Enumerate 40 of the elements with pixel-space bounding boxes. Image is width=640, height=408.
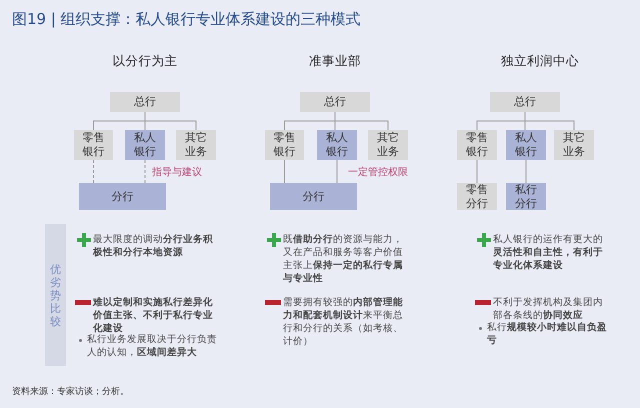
org-box: 总行 — [300, 92, 370, 112]
org-box: 私行分行 — [506, 183, 546, 210]
column-heading: 以分行为主 — [112, 54, 178, 67]
org-box: 分行 — [79, 183, 166, 210]
advantage-text: 私人银行的运作有更大的灵活性和自主性，有利于专业化体系建设 — [493, 233, 604, 272]
advantage-text: 最大限度的调动分行业务积极性和分行本地资源 — [93, 233, 214, 259]
org-box: 私人银行 — [506, 130, 546, 160]
org-box: 其它业务 — [368, 130, 408, 160]
connector-line — [144, 160, 146, 184]
connector-line — [93, 160, 94, 184]
connector-line — [144, 112, 196, 130]
connector-line — [334, 112, 388, 130]
side-band: 优劣势比较 — [45, 224, 66, 366]
connector-line — [284, 160, 285, 184]
note-text: 私行业务发展取决于分行负责人的认知，区域间差异大 — [87, 333, 217, 359]
note-text: 私行规模较小时难以自负盈亏 — [487, 321, 608, 347]
org-box: 其它业务 — [176, 130, 216, 160]
org-box: 私人银行 — [125, 130, 165, 160]
org-box: 私人银行 — [317, 130, 357, 160]
org-box: 分行 — [270, 183, 357, 210]
source-note: 资料来源：专家访谈；分析。 — [12, 386, 129, 399]
disadvantage-text: 难以定制和实施私行差异化价值主张、不利于私行专业化建设 — [93, 296, 214, 334]
figure-title: 图19 | 组织支撑：私人银行专业体系建设的三种模式 — [12, 10, 361, 29]
org-box: 零售银行 — [265, 130, 304, 160]
edge-label: 一定管控权限 — [346, 165, 410, 179]
connector-line — [524, 112, 574, 130]
advantage-text: 既借助分行的资源与能力，又在产品和服务等客户价值主张上保持一定的私行专属与专业性 — [283, 233, 404, 285]
org-box: 零售银行 — [457, 130, 497, 160]
org-box: 总行 — [490, 92, 560, 112]
column-heading: 准事业部 — [308, 54, 362, 67]
org-box: 总行 — [110, 92, 180, 112]
disadvantage-text: 不利于发挥机构及集团内部各条线的协同效应 — [493, 296, 604, 322]
column-heading: 独立利润中心 — [500, 54, 580, 67]
org-box: 零售银行 — [74, 130, 113, 160]
connector-line — [476, 160, 478, 184]
disadvantage-text: 需要拥有较强的内部管理能力和配套机制设计来平衡总行和分行的关系（如考核、计价） — [283, 296, 404, 348]
connector-line — [336, 160, 338, 184]
org-box: 零售分行 — [457, 183, 497, 210]
edge-label: 指导与建议 — [150, 165, 204, 179]
org-box: 其它业务 — [554, 130, 594, 160]
